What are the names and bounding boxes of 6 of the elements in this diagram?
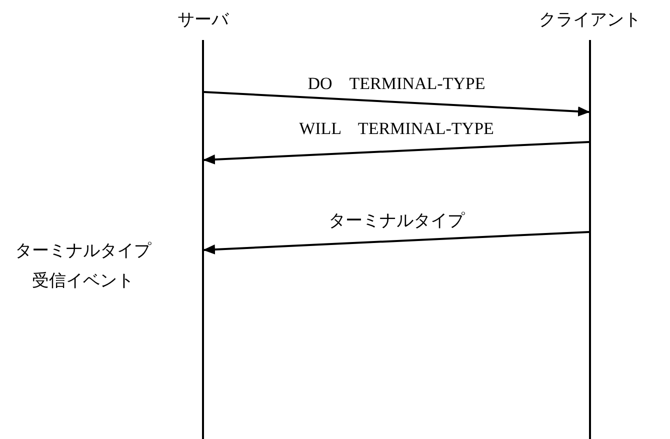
event-note: ターミナルタイプ受信イベント bbox=[14, 240, 152, 292]
message-arrow bbox=[203, 231, 590, 254]
message-arrow bbox=[203, 141, 590, 164]
participant-label: サーバ bbox=[178, 9, 228, 31]
participant-label: クライアント bbox=[539, 9, 641, 31]
message-arrow bbox=[204, 91, 590, 116]
